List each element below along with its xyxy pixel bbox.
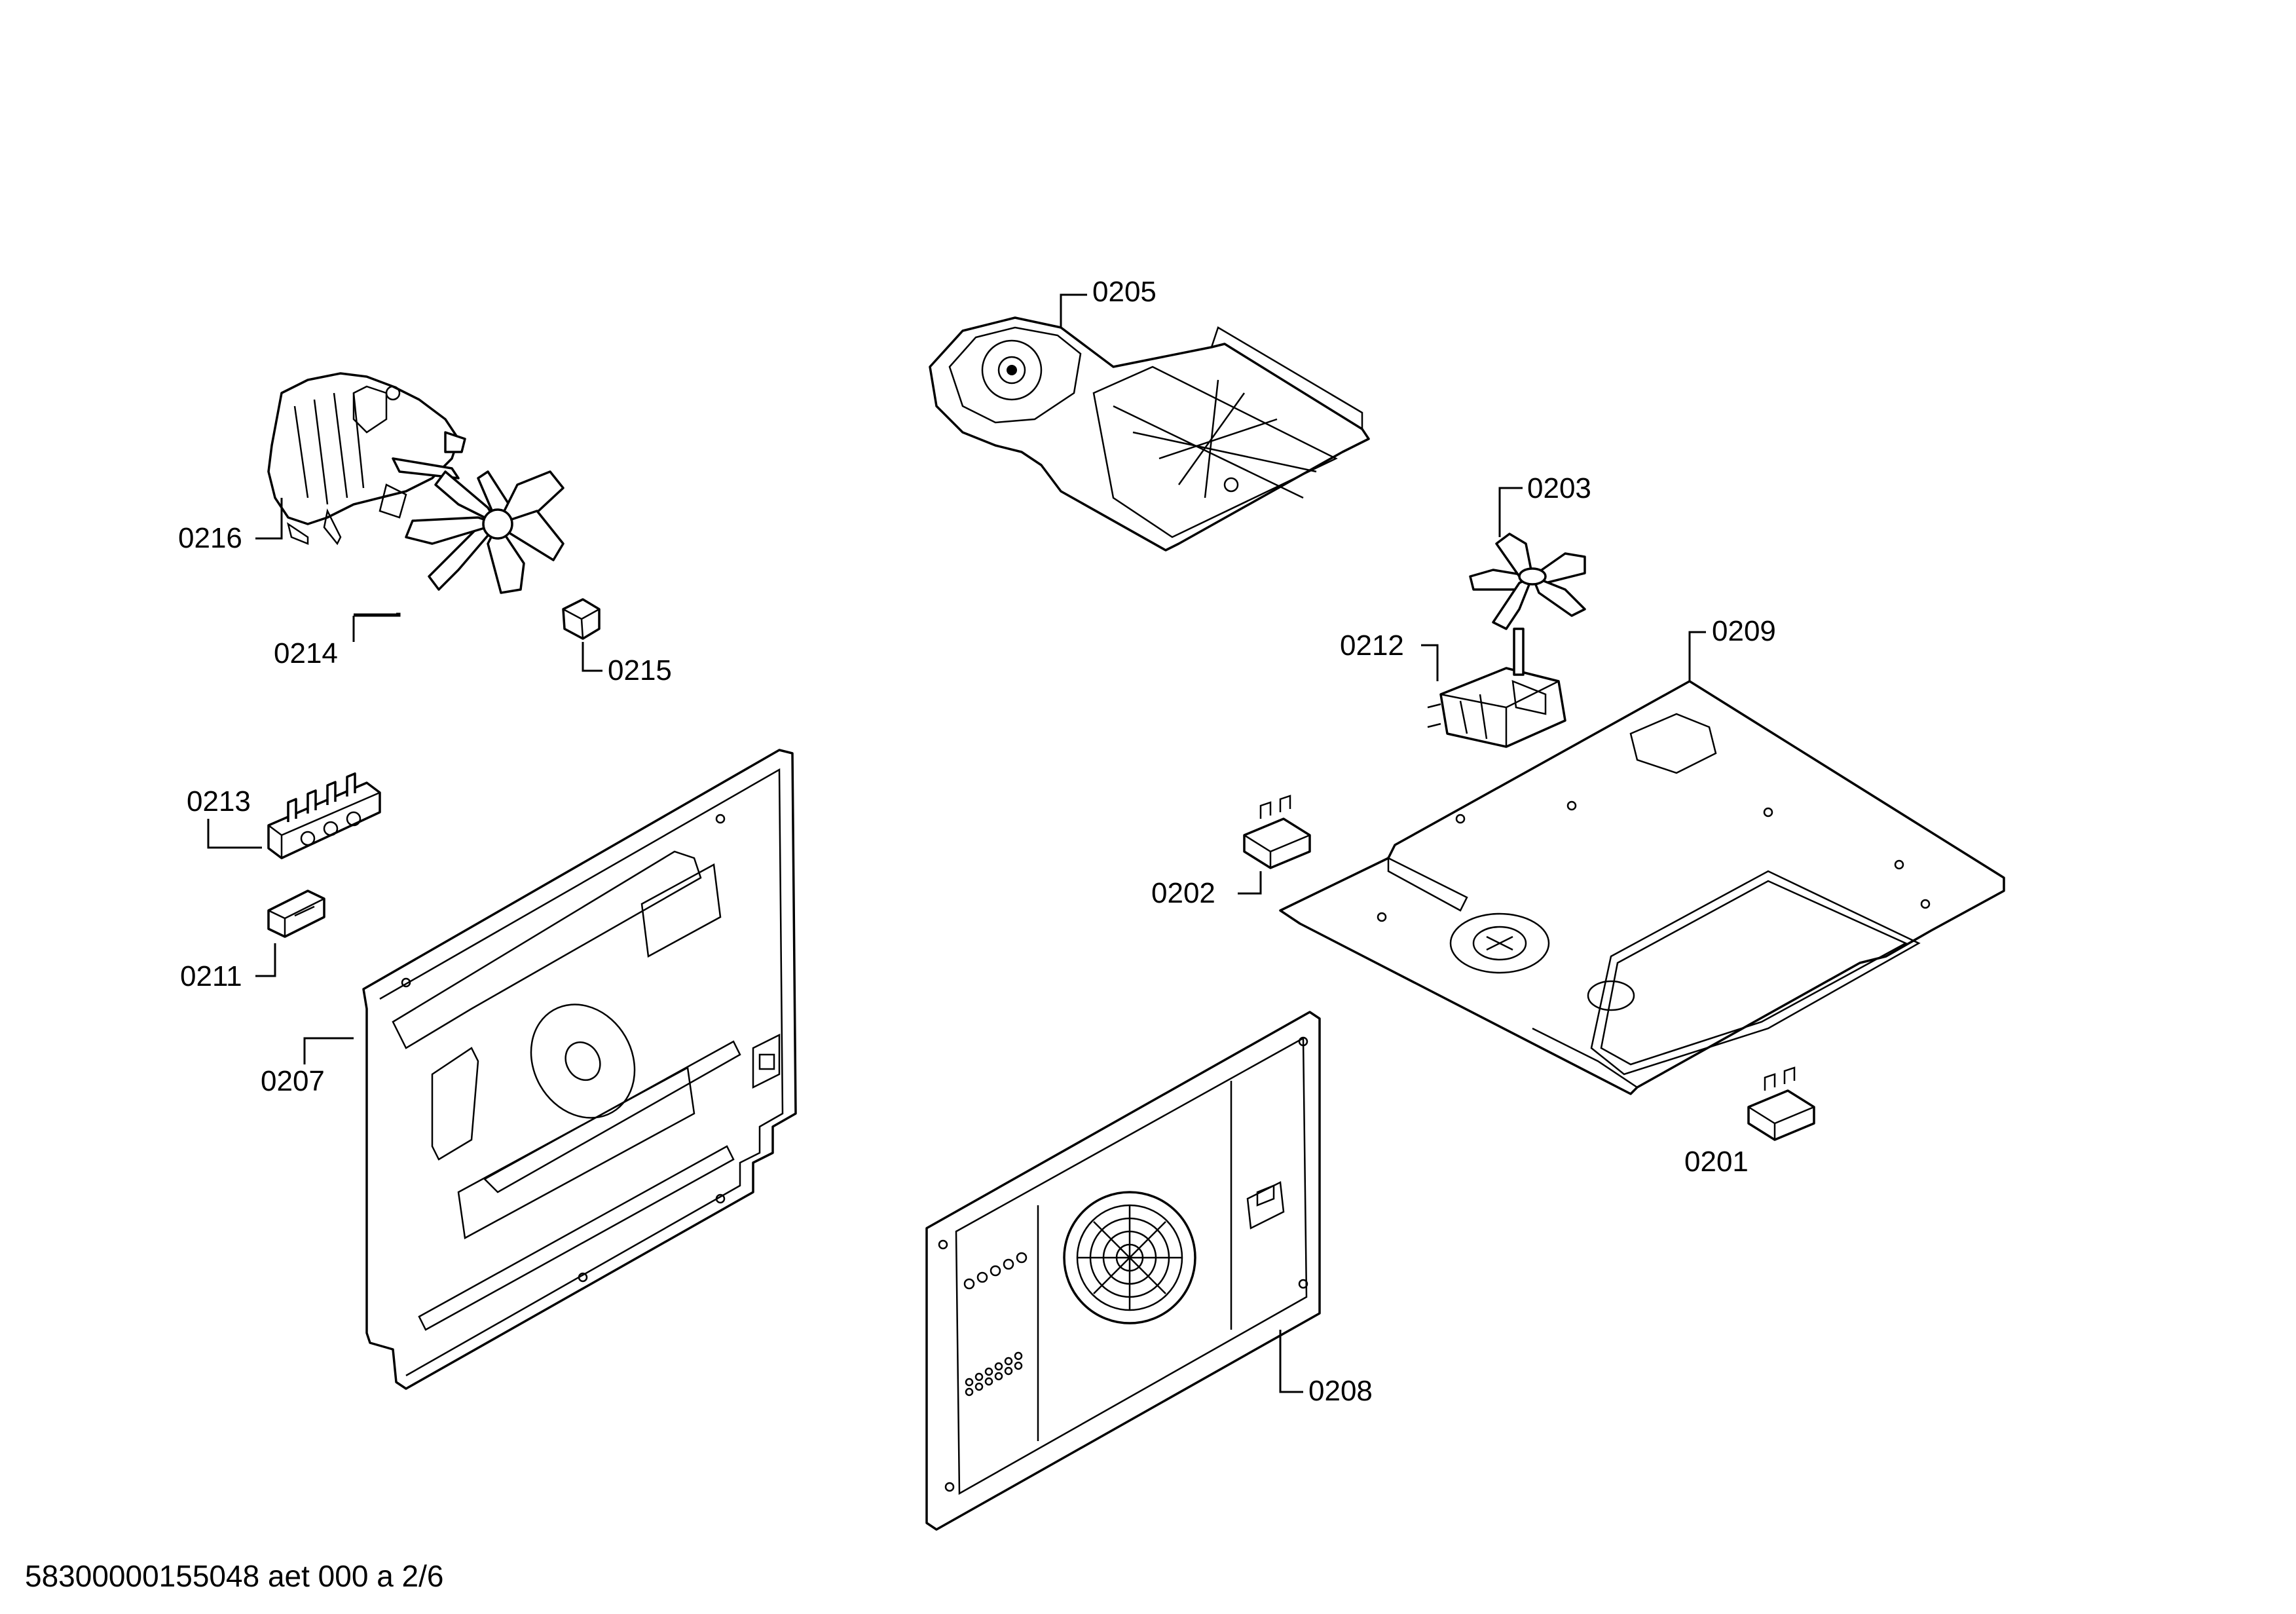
part-0215-nut <box>562 598 601 640</box>
label-0215: 0215 <box>608 654 672 686</box>
label-0212: 0212 <box>1340 629 1404 662</box>
part-0203-cooling-fan-blade <box>1469 533 1586 630</box>
label-0214: 0214 <box>274 637 338 669</box>
callout-0213: 0213 <box>187 785 262 849</box>
label-0209: 0209 <box>1712 615 1776 647</box>
callout-0215: 0215 <box>582 642 672 686</box>
callout-0216: 0216 <box>178 498 283 554</box>
part-0201-thermostat <box>1747 1066 1815 1141</box>
label-0205: 0205 <box>1092 276 1157 308</box>
part-0207-rear-panel <box>362 749 797 1390</box>
part-0209-top-cover <box>1279 680 2005 1095</box>
part-0208-oven-back-wall <box>925 1011 1321 1531</box>
label-0208: 0208 <box>1308 1375 1373 1407</box>
document-id: 58300000155048 aet 000 a 2/6 <box>25 1559 444 1593</box>
label-0203: 0203 <box>1527 472 1591 504</box>
label-0201: 0201 <box>1684 1146 1749 1178</box>
label-0207: 0207 <box>261 1065 325 1097</box>
callout-0203: 0203 <box>1498 472 1591 537</box>
part-0212-small-motor <box>1427 628 1566 748</box>
part-0216-fan-motor <box>267 372 466 546</box>
part-0205-air-duct <box>929 316 1370 552</box>
part-0213-terminal-block <box>267 772 381 859</box>
callout-0214: 0214 <box>274 612 401 669</box>
callout-0205: 0205 <box>1060 276 1157 328</box>
part-0211-connector <box>267 890 325 938</box>
callout-0202: 0202 <box>1151 871 1262 909</box>
callout-0209: 0209 <box>1688 615 1776 681</box>
callout-0212: 0212 <box>1340 629 1439 681</box>
callout-0207: 0207 <box>261 1037 354 1097</box>
part-0202-thermostat <box>1243 795 1311 869</box>
callout-0211: 0211 <box>180 943 276 992</box>
label-0213: 0213 <box>187 785 251 817</box>
label-0216: 0216 <box>178 522 242 554</box>
callout-0201: 0201 <box>1684 1146 1749 1178</box>
part-0214-fan-blade <box>405 470 565 594</box>
callout-0208: 0208 <box>1279 1330 1373 1407</box>
label-0211: 0211 <box>180 960 242 992</box>
label-0202: 0202 <box>1151 877 1215 909</box>
